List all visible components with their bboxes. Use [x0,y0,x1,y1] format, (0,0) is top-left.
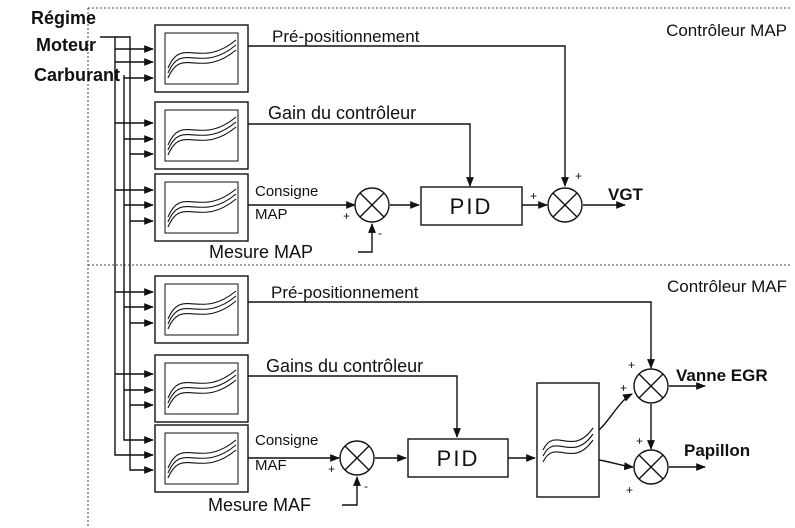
pid-label-map: PID [450,194,493,219]
map-wiring [248,45,626,253]
sign-papillon-map: + [626,483,633,497]
sign-egr-map: + [620,381,627,395]
sign-vgt-pid: + [530,189,537,203]
sign-maf-consigne: + [328,462,335,476]
sum-junction-vgt [547,187,583,223]
papillon-output-label: Papillon [684,441,750,460]
map-block-maf-prepositionnement [154,275,249,344]
egr-output-label: Vanne EGR [676,366,768,385]
maf-consigne-var-label: MAF [255,457,287,474]
map-block-output [536,382,600,498]
sum-junction-egr [633,368,669,404]
map-mesure-label: Mesure MAP [209,242,313,262]
pid-label-maf: PID [437,446,480,471]
map-consigne-label: Consigne [255,183,318,200]
map-block-map-gain [154,101,249,170]
section-title-map: Contrôleur MAP [666,21,787,40]
pid-block-map: PID [420,186,523,226]
input-label-carburant: Carburant [34,65,120,85]
sum-junction-papillon [633,449,669,485]
pid-block-maf: PID [407,438,509,478]
maf-gains-label: Gains du contrôleur [266,356,423,376]
map-block-map-consigne [154,173,249,242]
maf-wiring [248,301,706,506]
maf-mesure-label: Mesure MAF [208,495,311,515]
sign-vgt-prepos: + [575,169,582,183]
section-borders [87,7,790,528]
sign-map-consigne: + [343,209,350,223]
sign-papillon-top: + [636,434,643,448]
input-label-moteur: Moteur [36,35,96,55]
sign-map-mesure: - [378,226,382,240]
input-label-regime: Régime [31,8,96,28]
maf-prepositionnement-label: Pré-positionnement [271,283,419,302]
sign-maf-mesure: - [364,479,368,493]
map-block-maf-gains [154,354,249,423]
sum-junction-map-error [354,187,390,223]
maf-consigne-label: Consigne [255,432,318,449]
section-title-maf: Contrôleur MAF [667,277,787,296]
map-prepositionnement-label: Pré-positionnement [272,27,420,46]
sum-junction-maf-error [339,440,375,476]
map-consigne-var-label: MAP [255,206,288,223]
map-block-maf-consigne [154,424,249,493]
map-gain-label: Gain du contrôleur [268,103,416,123]
map-block-map-prepositionnement [154,24,249,93]
sign-egr-prepos: + [628,358,635,372]
vgt-output-label: VGT [608,185,644,204]
input-lines [100,36,154,474]
